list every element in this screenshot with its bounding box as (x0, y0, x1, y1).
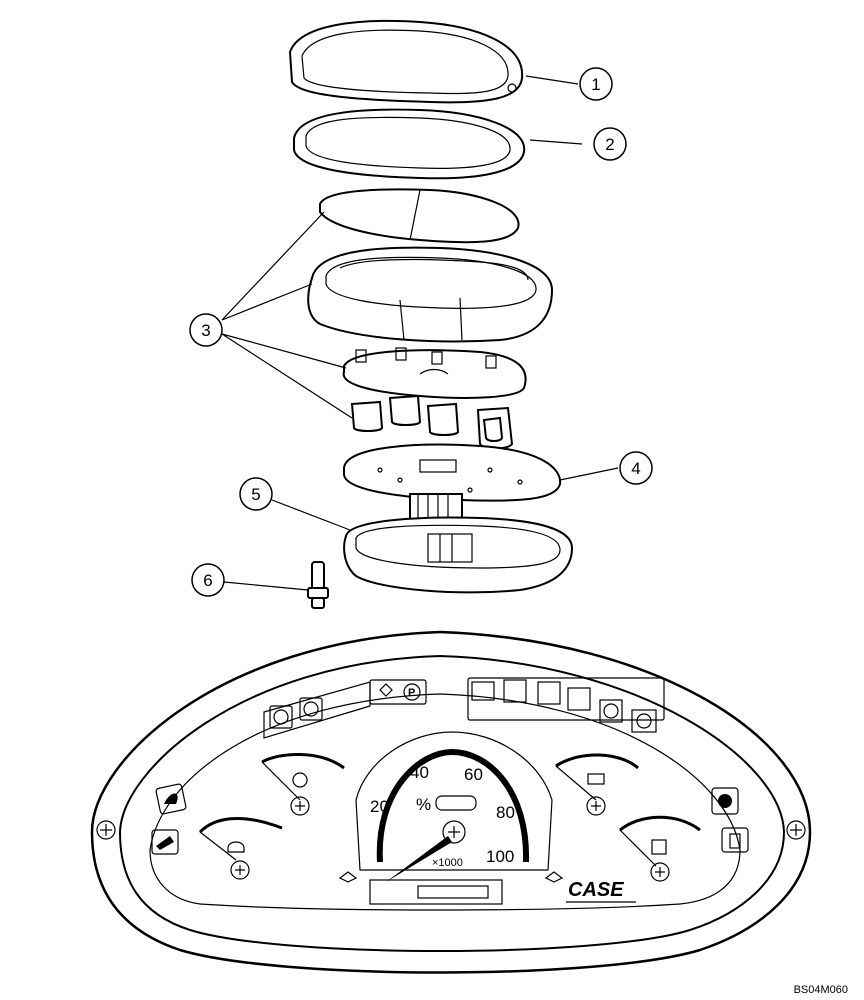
part-3-circuit-plate (342, 347, 527, 399)
svg-text:CASE: CASE (568, 879, 624, 901)
svg-text:6: 6 (203, 571, 212, 590)
part-3-housing (307, 246, 554, 343)
part-5-rear-case (343, 493, 574, 594)
callout-2: 2 (593, 127, 627, 161)
callout-5: 5 (239, 477, 273, 511)
mounting-screw-right (786, 820, 806, 840)
tach-tick-80: 80 (496, 803, 515, 822)
tach-multiplier: ×1000 (432, 857, 463, 869)
svg-text:3: 3 (201, 321, 210, 340)
hour-meter-display (369, 879, 503, 905)
svg-text:1: 1 (591, 75, 600, 94)
tach-tick-100: 100 (486, 847, 514, 866)
part-3-gauge-movements (350, 394, 514, 450)
warning-lights-strip: P (263, 677, 665, 739)
part-2-lens (293, 108, 526, 180)
gauge-right (555, 753, 639, 816)
callout-6: 6 (191, 563, 225, 597)
reference-code: BS04M060 (793, 984, 848, 996)
tach-percent-symbol: % (416, 795, 431, 814)
instrument-cluster: P (90, 630, 812, 974)
svg-text:4: 4 (631, 459, 640, 478)
callout-4: 4 (619, 451, 653, 485)
tachometer: 20 40 60 80 100 % ×1000 (338, 731, 564, 883)
tach-tick-60: 60 (464, 765, 483, 784)
brand-logo: CASE (566, 879, 636, 903)
part-4-circuit-board (343, 443, 562, 502)
tach-tick-20: 20 (370, 797, 389, 816)
part-3-window (319, 188, 520, 244)
gauge-far-right (619, 815, 701, 882)
gauge-left (261, 753, 345, 816)
gauge-far-left (198, 816, 283, 880)
svg-text:2: 2 (605, 135, 614, 154)
callout-1: 1 (579, 67, 613, 101)
side-indicators (151, 783, 749, 855)
part-1-bezel-ring (288, 19, 524, 104)
callout-3: 3 (189, 313, 223, 347)
part-6-bulb (307, 561, 329, 609)
svg-text:5: 5 (251, 485, 260, 504)
leader-lines (221, 75, 619, 591)
tach-tick-40: 40 (410, 763, 429, 782)
svg-text:P: P (408, 687, 415, 699)
mounting-screw-left (96, 820, 116, 840)
